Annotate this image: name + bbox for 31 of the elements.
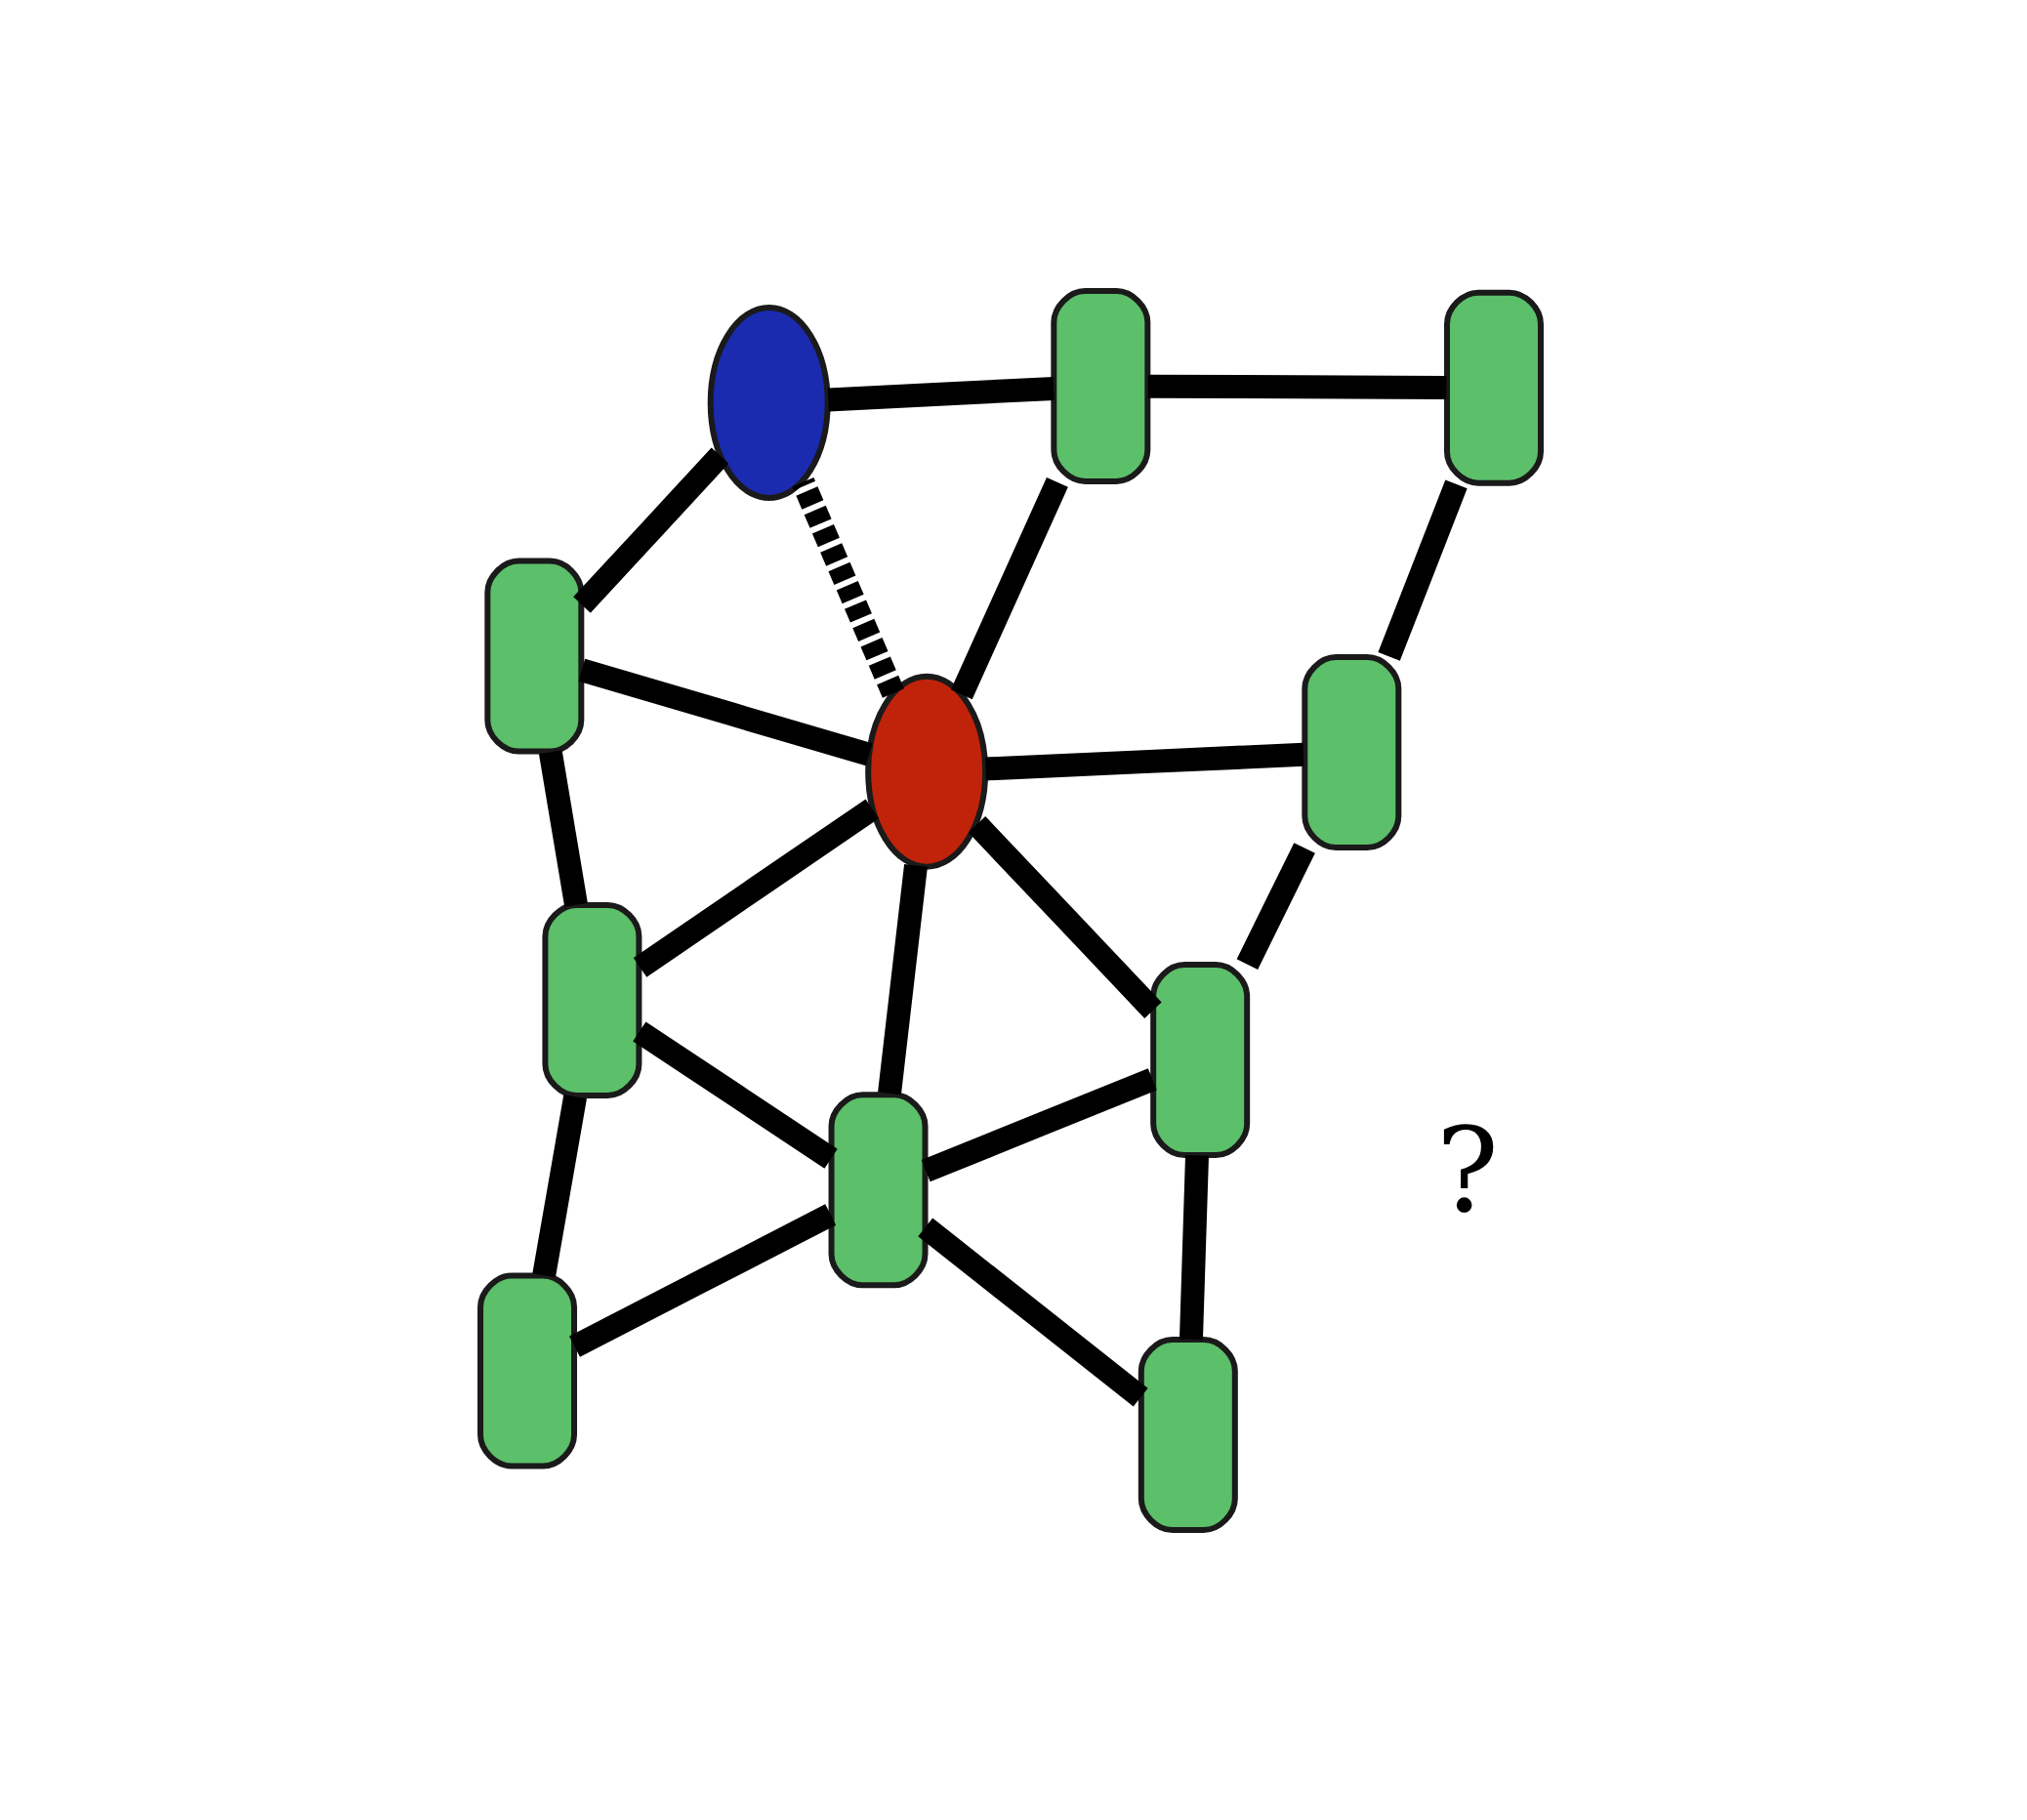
connector	[792, 476, 904, 698]
label: ?	[1435, 1101, 1500, 1238]
connector	[1236, 842, 1315, 970]
node-dna	[484, 558, 585, 755]
connector	[950, 476, 1068, 699]
connector	[633, 798, 880, 977]
connector	[538, 749, 588, 907]
node-dna	[1051, 287, 1151, 484]
connector	[985, 742, 1304, 780]
connector	[1147, 374, 1447, 399]
connector	[633, 1021, 838, 1169]
connector	[573, 447, 729, 613]
connector	[569, 1203, 837, 1357]
node-dna	[1138, 1336, 1238, 1533]
connector	[968, 815, 1162, 1018]
node-dna	[1302, 653, 1402, 850]
connector	[878, 863, 928, 1095]
node-dna	[1150, 961, 1251, 1158]
node-dna	[1444, 289, 1544, 486]
connector	[1179, 1154, 1210, 1340]
connector	[532, 1094, 587, 1277]
node-capsule	[707, 304, 831, 501]
connector	[827, 376, 1055, 411]
connector	[918, 1218, 1148, 1406]
connector	[1378, 479, 1468, 661]
connector	[921, 1067, 1157, 1181]
node-dna	[477, 1272, 578, 1469]
connector	[578, 658, 873, 765]
node-dna	[828, 1091, 929, 1288]
node-capsule	[865, 673, 989, 870]
node-dna	[542, 901, 642, 1098]
